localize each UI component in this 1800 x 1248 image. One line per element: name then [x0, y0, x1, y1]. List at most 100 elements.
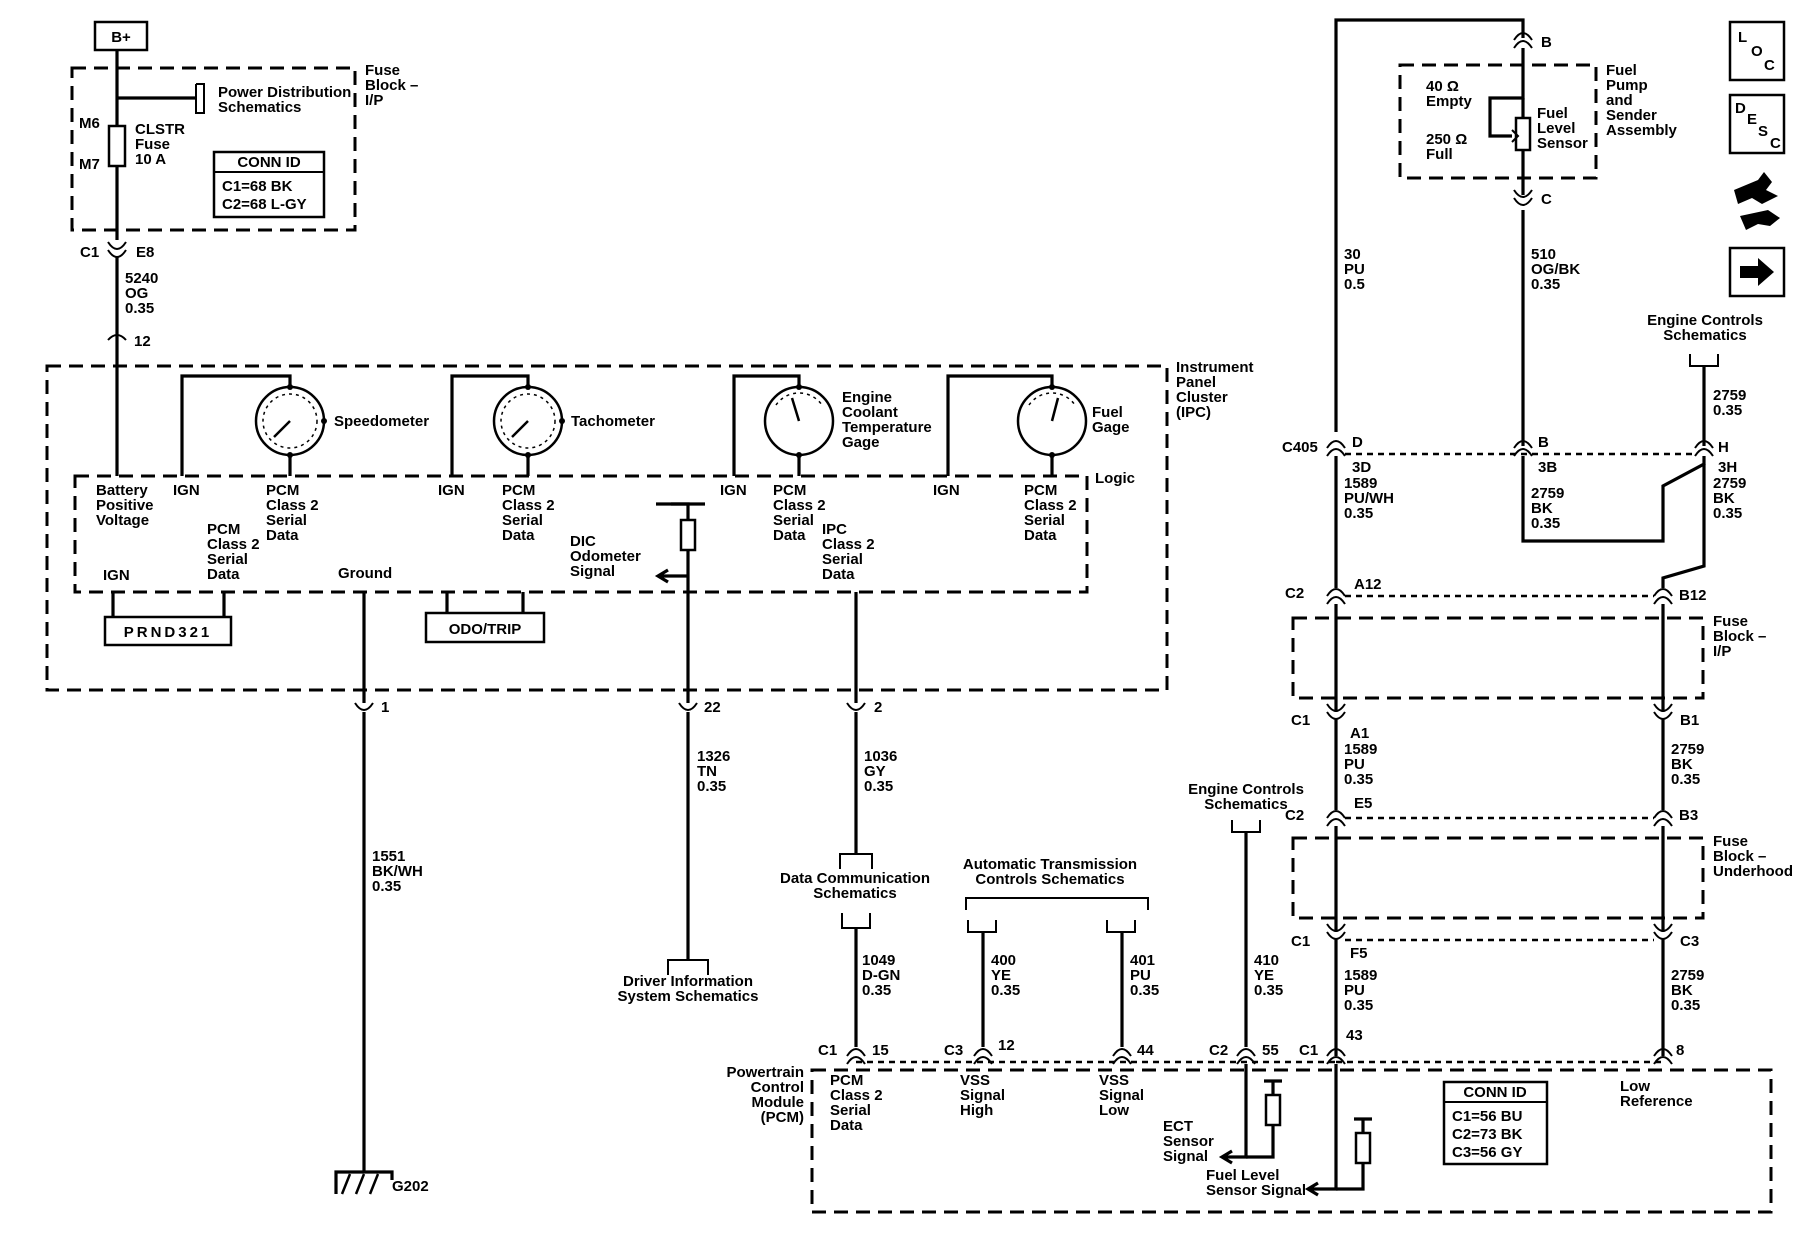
ground-g202-icon — [334, 1170, 394, 1195]
svg-text:S: S — [1758, 123, 1768, 140]
conn-id-box-top — [212, 150, 326, 219]
pin-b1: B1 — [1680, 712, 1699, 729]
odo-leads — [445, 592, 525, 613]
c405-pin-3h: 3H — [1718, 459, 1737, 476]
c2-label: C2 — [1285, 585, 1304, 602]
loc-icon[interactable]: L O C — [1728, 20, 1786, 82]
svg-text:L: L — [1738, 29, 1747, 46]
conn-id-row-2: C2=68 L-GY — [222, 196, 307, 213]
connector-pump-b-lower — [1513, 40, 1533, 49]
engine-controls-top-bracket — [1689, 354, 1719, 367]
connector-c1-e8-lower — [107, 249, 127, 258]
conn-id-box-pcm — [1442, 1080, 1549, 1166]
ipc-pin-12: 12 — [134, 333, 151, 350]
prnd-leads — [111, 592, 226, 617]
connector-ipc-12 — [107, 334, 127, 341]
data-comm-bracket-bottom — [841, 913, 871, 929]
fuse-block-ip-top — [70, 66, 357, 232]
ipc-outline — [45, 364, 1169, 692]
ign-lower-label: IGN — [103, 567, 130, 584]
connector-ipc-2 — [846, 702, 866, 711]
next-page-arrow-icon[interactable] — [1728, 246, 1786, 298]
pcm-pin-c1: C1 — [818, 1042, 837, 1059]
prnd-display — [103, 615, 233, 647]
svg-text:O: O — [1751, 43, 1763, 60]
speedometer-gauge — [180, 374, 327, 476]
c1c-label: C1 — [1291, 933, 1310, 950]
c405-pin-3b: 3B — [1538, 459, 1557, 476]
dic-resistor — [679, 518, 697, 552]
pcm-pin-12: 12 — [998, 1037, 1015, 1054]
conn-id-pcm-row-1: C1=56 BU — [1452, 1108, 1522, 1125]
driver-info-bracket — [667, 959, 709, 975]
data-comm-bracket-top — [839, 853, 873, 869]
power-distribution-bracket — [195, 83, 205, 114]
pin-m7: M7 — [79, 156, 100, 173]
pcm-pin-44: 44 — [1137, 1042, 1154, 1059]
dic-signal-arrow — [654, 568, 688, 584]
c2b-label: C2 — [1285, 807, 1304, 824]
c405-pin-b: B — [1538, 434, 1549, 451]
clstr-fuse-symbol — [107, 124, 127, 168]
c405-connectors — [1326, 440, 1714, 457]
ign-label-4: IGN — [933, 482, 960, 499]
desc-icon[interactable]: D E S C — [1728, 93, 1786, 155]
pin-b12: B12 — [1679, 587, 1707, 604]
ground-g202-label: G202 — [392, 1178, 429, 1195]
c2-connectors — [1326, 588, 1673, 605]
bplus-label: B+ — [111, 29, 131, 46]
pcm-pin-55: 55 — [1262, 1042, 1279, 1059]
wrench-connector-icon[interactable] — [1734, 172, 1780, 230]
conn-id-row-1: C1=68 BK — [222, 178, 293, 195]
ign-label-3: IGN — [720, 482, 747, 499]
conn-id-title-pcm: CONN ID — [1463, 1084, 1527, 1101]
pcm-pin-43: 43 — [1346, 1027, 1363, 1044]
engine-controls-ect-bracket — [1231, 820, 1261, 833]
bplus-box — [93, 20, 149, 52]
wire-30-pu — [1334, 18, 1525, 432]
ect-pullup — [1246, 1079, 1282, 1159]
pin-e8: E8 — [136, 244, 154, 261]
speedometer-label: Speedometer — [334, 413, 429, 430]
ipc-pin-1: 1 — [381, 699, 389, 716]
pin-a1: A1 — [1350, 725, 1369, 742]
odo-trip-button — [424, 611, 546, 644]
conn-id-title-top: CONN ID — [237, 154, 301, 171]
auto-trans-brace — [965, 897, 1149, 910]
pcm-pin-c2: C2 — [1209, 1042, 1228, 1059]
c405-pin-h: H — [1718, 439, 1729, 456]
c405-label: C405 — [1282, 439, 1318, 456]
fuel-level-pullup — [1336, 1117, 1372, 1191]
ipc-logic-label: Logic — [1095, 470, 1135, 487]
ign-label-1: IGN — [173, 482, 200, 499]
ect-signal-arrow — [1218, 1064, 1248, 1165]
